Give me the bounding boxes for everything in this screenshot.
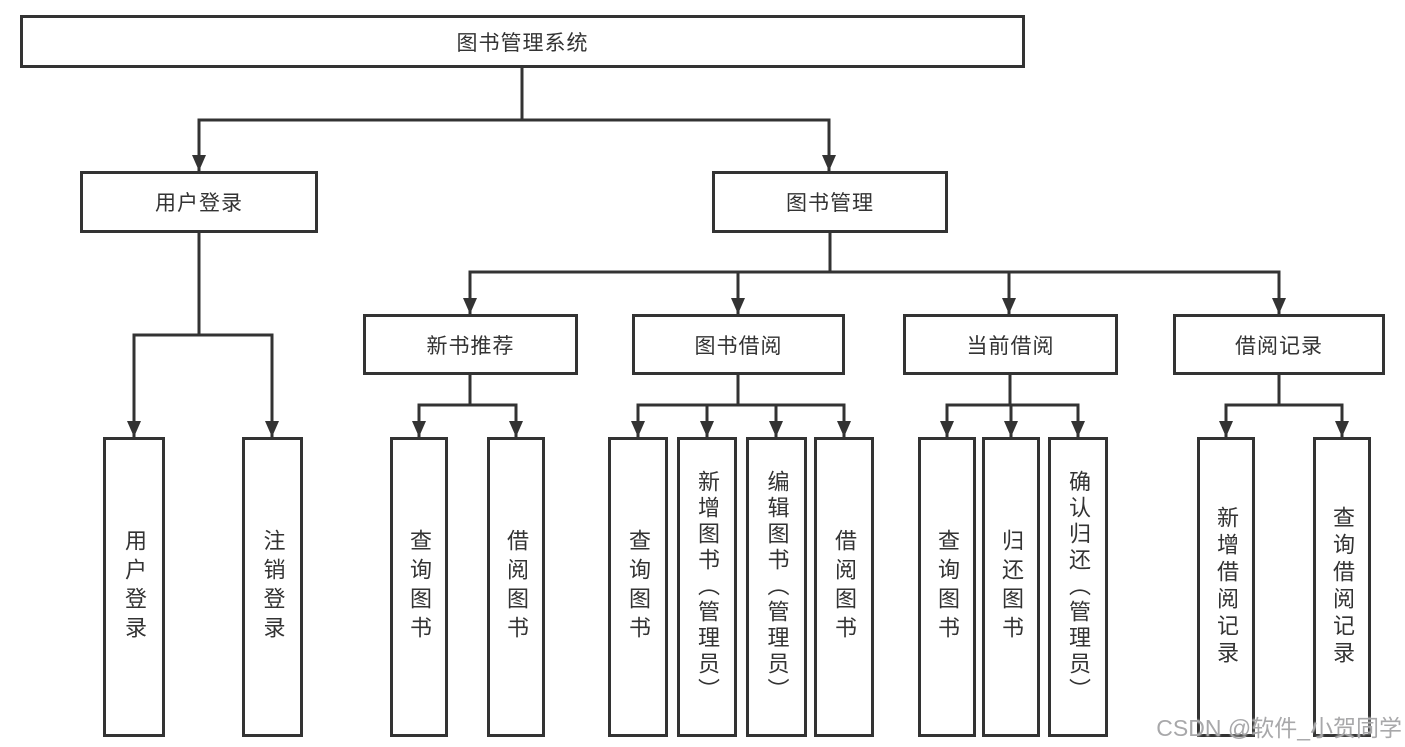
node-root: 图书管理系统 <box>20 15 1025 68</box>
leaf-confirm-return-admin: 确认归还（管理员） <box>1048 437 1108 737</box>
node-book-borrowing: 图书借阅 <box>632 314 845 375</box>
leaf-add-borrow-record: 新增借阅记录 <box>1197 437 1255 737</box>
node-borrowing-records: 借阅记录 <box>1173 314 1385 375</box>
node-current-borrowing: 当前借阅 <box>903 314 1118 375</box>
leaf-query-books-current: 查询图书 <box>918 437 976 737</box>
leaf-add-books-admin: 新增图书（管理员） <box>677 437 737 737</box>
leaf-logout: 注销登录 <box>242 437 303 737</box>
leaf-edit-books-admin: 编辑图书（管理员） <box>746 437 807 737</box>
node-new-book-recommend: 新书推荐 <box>363 314 578 375</box>
leaf-query-borrow-record: 查询借阅记录 <box>1313 437 1371 737</box>
leaf-return-books: 归还图书 <box>982 437 1040 737</box>
node-book-management: 图书管理 <box>712 171 948 233</box>
leaf-query-books-newrec: 查询图书 <box>390 437 448 737</box>
leaf-borrow-books: 借阅图书 <box>814 437 874 737</box>
leaf-query-books-borrow: 查询图书 <box>608 437 668 737</box>
node-user-login: 用户登录 <box>80 171 318 233</box>
leaf-borrow-books-newrec: 借阅图书 <box>487 437 545 737</box>
leaf-user-login: 用户登录 <box>103 437 165 737</box>
watermark: CSDN @软件_小贺同学 <box>1156 715 1402 741</box>
